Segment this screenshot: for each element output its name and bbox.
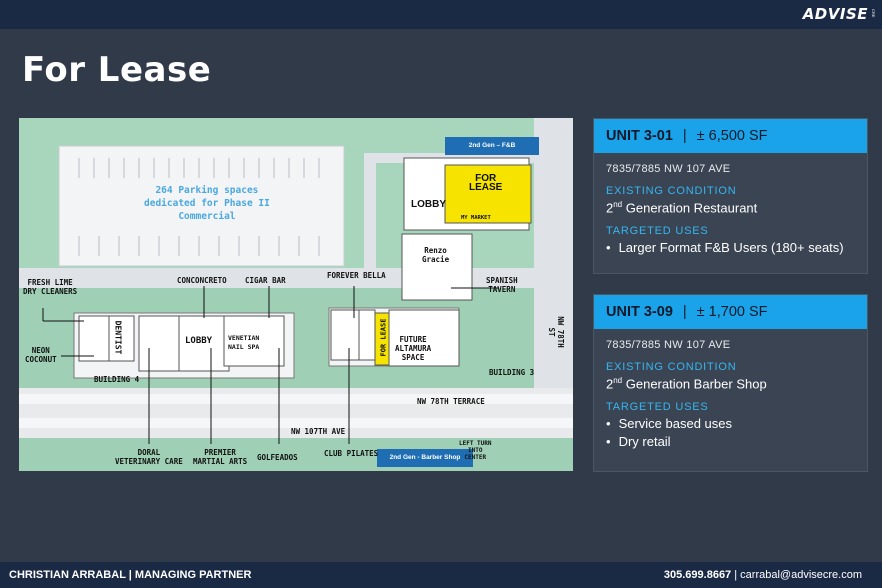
golfeados: GOLFEADOS — [257, 453, 298, 462]
existing-condition-label: EXISTING CONDITION — [606, 185, 737, 197]
nw-78th-st: NW 78TH ST — [546, 316, 565, 348]
fresh-lime-dry-cleaners: FRESH LIME DRY CLEANERS — [23, 278, 78, 296]
existing-condition-label: EXISTING CONDITION — [606, 361, 737, 373]
existing-condition-value: 2nd Generation Barber Shop — [606, 376, 767, 392]
unit-name: UNIT 3-01 — [606, 128, 673, 144]
unit-size: ± 1,700 SF — [696, 304, 768, 320]
cigar-bar: CIGAR BAR — [245, 276, 286, 285]
top-bar: ADVISE CRE — [0, 0, 882, 29]
venetian-nail-spa: VENETIAN NAIL SPA — [228, 334, 260, 351]
phone-number[interactable]: 305.699.8667 — [663, 569, 732, 581]
targeted-use-item: Dry retail — [606, 434, 855, 449]
neon-coconut: NEON COCONUT — [25, 346, 57, 364]
for-lease-side: FOR LEASE — [379, 318, 388, 357]
existing-condition-value: 2nd Generation Restaurant — [606, 200, 758, 216]
unit-name: UNIT 3-09 — [606, 304, 673, 320]
unit-3-01-card: UNIT 3-01 | ± 6,500 SF 7835/7885 NW 107 AV… — [593, 118, 868, 274]
site-plan-drawing — [19, 118, 573, 471]
logo-subtext: CRE — [871, 9, 876, 18]
contact-info: 305.699.8667 | carrabal@advisecre.com — [663, 569, 862, 581]
unit-address: 7835/7885 NW 107 AVE — [606, 163, 731, 175]
left-turn-into-center: LEFT TURN INTO CENTER — [459, 440, 492, 461]
unit-3-01-header: UNIT 3-01 | ± 6,500 SF — [594, 119, 867, 153]
unit-separator: | — [682, 128, 687, 144]
targeted-use-item: Service based uses — [606, 416, 855, 431]
dentist: DENTIST — [113, 320, 123, 355]
renzo-gracie: Renzo Gracie — [422, 246, 450, 264]
unit-separator: | — [682, 304, 687, 320]
conconcreto: CONCONCRETO — [177, 276, 227, 285]
targeted-use-item: Larger Format F&B Users (180+ seats) — [606, 240, 855, 255]
lobby-left: LOBBY — [185, 336, 213, 346]
for-lease-top: FOR LEASE — [469, 173, 503, 193]
unit-3-09-header: UNIT 3-09 | ± 1,700 SF — [594, 295, 867, 329]
unit-address: 7835/7885 NW 107 AVE — [606, 339, 731, 351]
page-title: For Lease — [22, 50, 212, 90]
doral-veterinary-care: DORAL VETERINARY CARE — [115, 448, 183, 466]
targeted-uses-label: TARGETED USES — [606, 225, 709, 238]
email-address[interactable]: carrabal@advisecre.com — [740, 569, 862, 581]
club-pilates: CLUB PILATES — [324, 449, 379, 458]
site-plan-map: 264 Parking spaces dedicated for Phase I… — [19, 118, 573, 471]
parking-label: 264 Parking spaces dedicated for Phase I… — [144, 185, 270, 222]
tag-2nd-gen-fb: 2nd Gen – F&B — [445, 137, 539, 155]
nw-78th-terrace: NW 78TH TERRACE — [417, 397, 485, 406]
my-market: MY MARKET — [461, 215, 491, 221]
tag-2nd-gen-barber: 2nd Gen - Barber Shop — [377, 449, 473, 467]
premier-martial-arts: PREMIER MARTIAL ARTS — [193, 448, 248, 466]
lobby-right: LOBBY — [411, 199, 446, 210]
advise-logo: ADVISE — [802, 5, 868, 23]
targeted-uses-label: TARGETED USES — [606, 401, 709, 414]
future-altamura-space: FUTURE ALTAMURA SPACE — [395, 335, 432, 362]
building-4: BUILDING 4 — [94, 375, 140, 384]
forever-bella: FOREVER BELLA — [327, 271, 386, 280]
footer-bar: CHRISTIAN ARRABAL | MANAGING PARTNER 305… — [0, 562, 882, 588]
unit-size: ± 6,500 SF — [696, 128, 768, 144]
agent-name: CHRISTIAN ARRABAL | MANAGING PARTNER — [9, 569, 252, 581]
spanish-tavern: SPANISH TAVERN — [486, 276, 518, 294]
nw-107th-ave: NW 107TH AVE — [291, 427, 346, 436]
building-3: BUILDING 3 — [489, 368, 535, 377]
unit-3-09-card: UNIT 3-09 | ± 1,700 SF 7835/7885 NW 107 AV… — [593, 294, 868, 472]
